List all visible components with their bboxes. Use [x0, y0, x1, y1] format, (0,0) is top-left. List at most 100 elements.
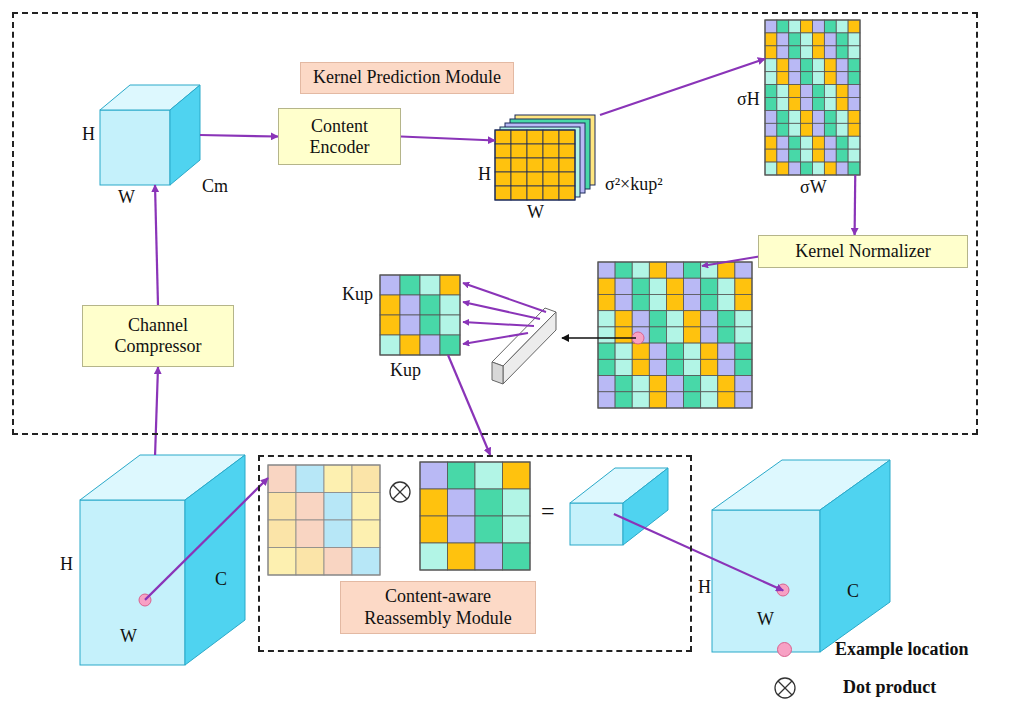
grid-cell [735, 392, 752, 408]
grid-cell [420, 275, 440, 295]
grid-cell [824, 72, 836, 85]
cube-side [185, 455, 245, 665]
grid-cell [598, 392, 615, 408]
grid-border [268, 465, 380, 575]
reshaped-kernel-grid [765, 20, 860, 175]
grid-cell [701, 278, 718, 294]
kernel-map-layer [505, 123, 585, 193]
feature-cube [100, 85, 200, 185]
grid-cell [296, 465, 324, 493]
grid-cell [649, 262, 666, 278]
grid-cell [777, 20, 789, 33]
output-cube [712, 460, 890, 652]
grid-cell [801, 72, 813, 85]
grid-cell [836, 72, 848, 85]
grid-cell [701, 343, 718, 359]
grid-cell [789, 59, 801, 72]
grid-cell [380, 335, 400, 355]
grid-cell [789, 85, 801, 98]
grid-cell [268, 465, 296, 493]
grid-cell [666, 294, 683, 310]
grid-cell [789, 46, 801, 59]
grid-cell [666, 359, 683, 375]
grid-cell [824, 33, 836, 46]
grid-cell [352, 465, 380, 493]
grid-cell [765, 98, 777, 111]
grid-cell [324, 493, 352, 521]
grid-cell [789, 98, 801, 111]
grid-cell [475, 516, 503, 543]
grid-cell [701, 392, 718, 408]
grid-cell [813, 110, 825, 123]
grid-cell [718, 392, 735, 408]
grid-cell [495, 158, 511, 172]
grid-cell [777, 59, 789, 72]
grid-cell [559, 130, 575, 144]
grid-cell [503, 489, 531, 516]
upsample-kernel-grid [380, 275, 460, 355]
grid-cell [615, 392, 632, 408]
grid-cell [801, 46, 813, 59]
kernel-vector-side [503, 312, 556, 384]
dimension-label: Cm [202, 177, 228, 197]
grid-cell [296, 548, 324, 576]
input-cube [80, 455, 245, 665]
box-label: Kernel Normalizer [791, 239, 934, 264]
grid-cell [495, 144, 511, 158]
grid-cell [848, 59, 860, 72]
grid-cell [448, 516, 476, 543]
dimension-label: H [698, 578, 711, 598]
grid-cell [400, 315, 420, 335]
grid-cell [836, 123, 848, 136]
grid-cell [420, 543, 448, 570]
grid-cell [352, 493, 380, 521]
grid-border [380, 275, 460, 355]
grid-cell [824, 98, 836, 111]
grid-cell [559, 158, 575, 172]
grid-cell [495, 130, 511, 144]
reshape-arrow [463, 333, 528, 344]
grid-cell [684, 392, 701, 408]
grid-cell [649, 376, 666, 392]
grid-cell [765, 123, 777, 136]
grid-cell [495, 172, 511, 186]
grid-cell [475, 462, 503, 489]
grid-cell [684, 262, 701, 278]
grid-cell [543, 172, 559, 186]
grid-cell [789, 72, 801, 85]
tensor-figure: HWCm [100, 85, 200, 185]
grid-cell [824, 59, 836, 72]
kernel-grid [420, 462, 530, 570]
kernel-vector-end [492, 362, 503, 384]
grid-cell [296, 520, 324, 548]
grid-cell [735, 376, 752, 392]
grid-cell [801, 123, 813, 136]
grid-cell [813, 46, 825, 59]
grid-cell [801, 33, 813, 46]
process-box: Content Encoder [278, 108, 401, 165]
grid-border [765, 20, 860, 175]
grid-cell [789, 149, 801, 162]
grid-cell [615, 376, 632, 392]
grid-cell [598, 343, 615, 359]
grid-cell [448, 543, 476, 570]
grid-cell [632, 359, 649, 375]
flow-arrow [702, 256, 762, 266]
grid-cell [701, 311, 718, 327]
grid-cell [420, 462, 448, 489]
grid-cell [813, 33, 825, 46]
grid-cell [848, 72, 860, 85]
grid-cell [735, 343, 752, 359]
grid-cell [527, 144, 543, 158]
grid-cell [440, 275, 460, 295]
grid-cell [324, 465, 352, 493]
grid-cell [836, 149, 848, 162]
grid-cell [475, 543, 503, 570]
dimension-label: H [82, 125, 95, 145]
cube-side [623, 468, 668, 545]
grid-cell [848, 110, 860, 123]
cube-front [100, 110, 170, 185]
grid-cell [632, 343, 649, 359]
flow-arrow [401, 137, 495, 141]
grid-cell [789, 136, 801, 149]
